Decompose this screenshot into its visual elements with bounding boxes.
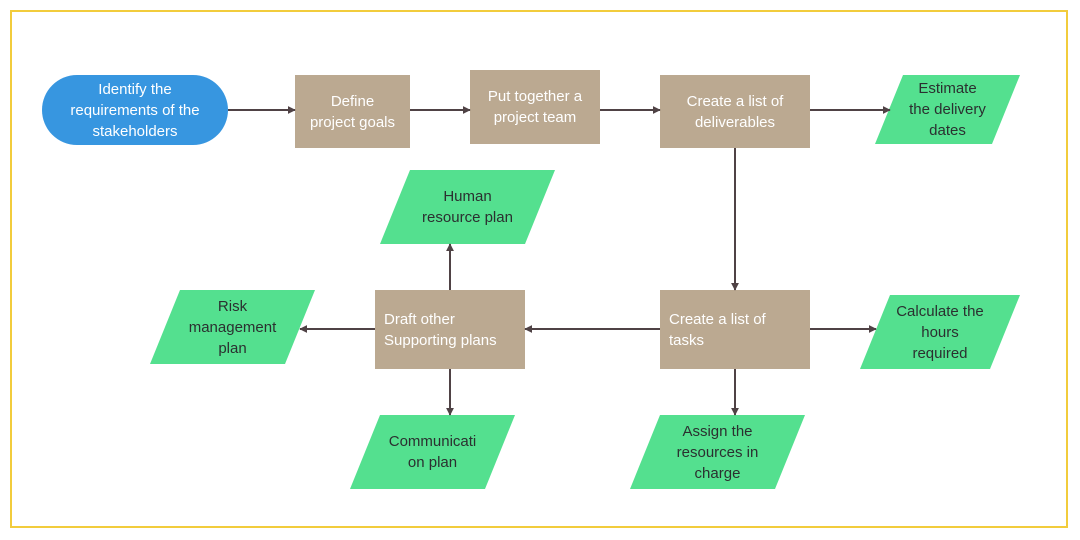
estimate-dates-shape[interactable]: [875, 75, 1020, 144]
tasks-shape[interactable]: [660, 290, 810, 369]
identify-requirements-shape[interactable]: [42, 75, 228, 145]
draft-plans-shape[interactable]: [375, 290, 525, 369]
define-goals-shape[interactable]: [295, 75, 410, 148]
deliverables-shape[interactable]: [660, 75, 810, 148]
diagram-frame: [10, 10, 1068, 528]
communication-plan-shape[interactable]: [350, 415, 515, 489]
assign-resources-shape[interactable]: [630, 415, 805, 489]
risk-plan-shape[interactable]: [150, 290, 315, 364]
human-resource-plan-shape[interactable]: [380, 170, 555, 244]
calculate-hours-shape[interactable]: [860, 295, 1020, 369]
put-team-shape[interactable]: [470, 70, 600, 144]
